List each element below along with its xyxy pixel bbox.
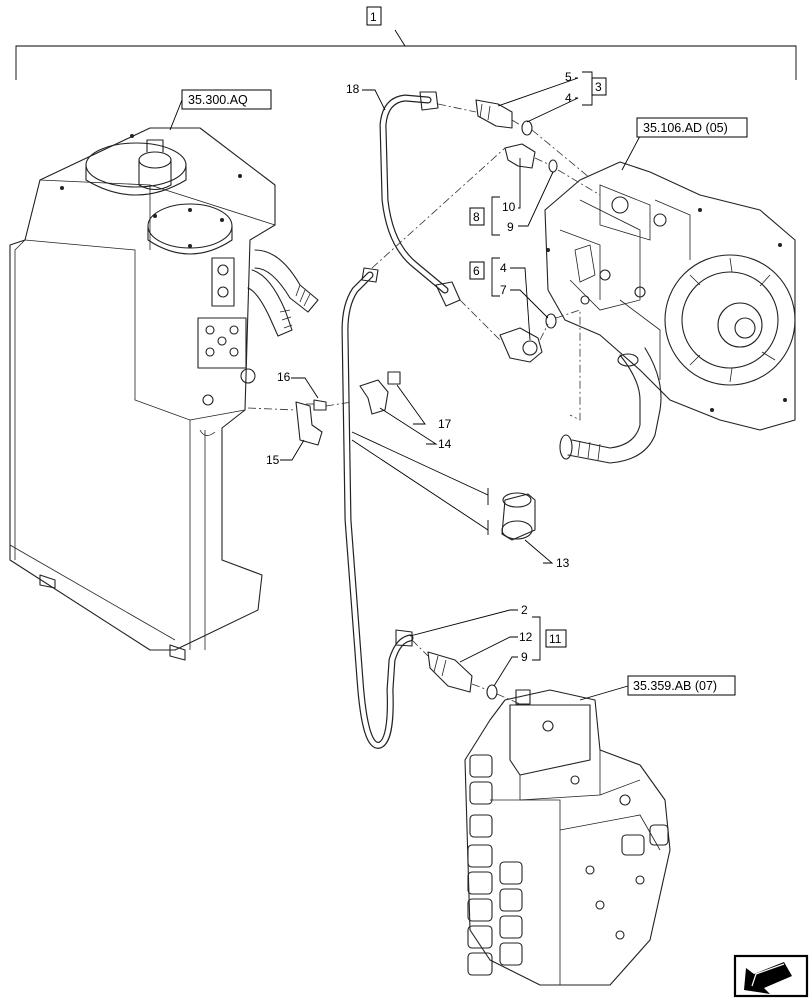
- label-12: 12: [519, 630, 533, 644]
- callout-box-8: [469, 207, 485, 226]
- fitting-7: [499, 327, 543, 363]
- label-17: 17: [438, 417, 452, 431]
- reference-35-359-ab[interactable]: 35.359.AB (07): [627, 675, 736, 696]
- label-2: 2: [521, 603, 528, 617]
- detail-leader: [351, 431, 489, 535]
- callout-box-11: [545, 629, 567, 648]
- label-10: 10: [502, 200, 516, 214]
- fitting-5: [475, 99, 513, 129]
- hose-18: [379, 91, 461, 307]
- solenoid-stack: [467, 754, 669, 976]
- label-13: 13: [556, 556, 570, 570]
- label-14: 14: [438, 437, 452, 451]
- control-valve: [464, 689, 671, 986]
- callout-3: 3: [595, 80, 602, 94]
- fitting-10: [504, 143, 536, 169]
- label-4-lower: 4: [500, 261, 507, 275]
- label-15: 15: [266, 453, 280, 467]
- callout-11: 11: [549, 632, 562, 646]
- callout-1: 1: [370, 10, 377, 24]
- clamp-15: [295, 401, 323, 446]
- label-18: 18: [346, 82, 360, 96]
- bolt-16: [306, 399, 327, 411]
- hydraulic-reservoir: [9, 127, 319, 661]
- connection-lines: [247, 103, 601, 705]
- label-9-upper: 9: [507, 220, 514, 234]
- callout-6: 6: [473, 264, 480, 278]
- svg-text:35.300.AQ: 35.300.AQ: [188, 93, 248, 107]
- hose-2: [341, 267, 414, 749]
- callout-box-6: [469, 261, 485, 280]
- o-ring-9-upper: [548, 159, 558, 173]
- svg-text:35.359.AB (07): 35.359.AB (07): [633, 679, 717, 693]
- fitting-12: [427, 651, 473, 693]
- label-4-upper: 4: [565, 91, 572, 105]
- grommet-13: [501, 492, 536, 541]
- clamp-14: [359, 379, 389, 415]
- o-ring-4-lower: [545, 313, 557, 329]
- svg-text:35.106.AD (05): 35.106.AD (05): [643, 121, 728, 135]
- label-5: 5: [565, 70, 572, 84]
- bolt-17: [387, 371, 401, 385]
- reference-35-300-aq[interactable]: 35.300.AQ: [181, 89, 272, 110]
- o-ring-9-lower: [486, 684, 498, 700]
- label-7: 7: [500, 283, 507, 297]
- o-ring-4-upper: [521, 120, 533, 136]
- callout-box-3: [591, 77, 607, 96]
- label-16: 16: [277, 370, 291, 384]
- hydraulic-pump: [544, 161, 796, 464]
- reference-35-106-ad[interactable]: 35.106.AD (05): [636, 117, 748, 138]
- leader-lines: [169, 71, 641, 701]
- callout-8: 8: [473, 210, 480, 224]
- arrow-icon[interactable]: [733, 954, 809, 998]
- assembly-bracket: 1: [15, 6, 797, 80]
- label-9-lower: 9: [521, 650, 528, 664]
